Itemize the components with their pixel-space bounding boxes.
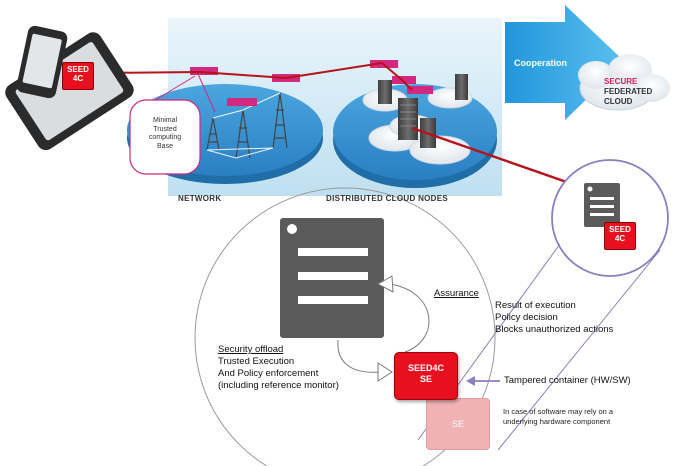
detail-circle	[194, 187, 496, 466]
offload-arrow	[334, 339, 381, 376]
seed-box-line2: SE	[419, 374, 432, 384]
offload-item: Trusted Execution	[218, 356, 295, 367]
network-label: NETWORK	[178, 194, 222, 203]
zoom-tag-line1: SEED	[609, 225, 631, 234]
mtcb-callout-text: Minimal Trusted computing Base	[140, 117, 190, 151]
container-icon	[280, 218, 384, 338]
assurance-item: Blocks unauthorized actions	[495, 324, 614, 335]
hardware-note-line1: In case of software may rely on a	[503, 407, 614, 416]
assurance-arrow-outline	[389, 283, 430, 353]
federated-cloud-line3: CLOUD	[604, 97, 633, 106]
federated-cloud-line2: FEDERATED	[604, 87, 653, 96]
assurance-item: Result of execution	[495, 300, 576, 311]
tablet-icon	[5, 32, 134, 151]
hardware-note-line2: underlying hardware component	[503, 416, 611, 426]
trust-link-line	[93, 61, 413, 91]
mtcb-callout-box	[129, 99, 201, 175]
assurance-list: Result of execution Policy decision Bloc…	[495, 300, 613, 336]
offload-title: Security offload	[218, 344, 284, 355]
federated-cloud-icon	[578, 54, 670, 111]
federated-cloud-label: SECURE FEDERATED CLOUD	[604, 77, 652, 107]
mtcb-callout-line-2	[197, 73, 216, 113]
offload-arrowhead	[377, 362, 393, 382]
device-seed-tag: SEED 4C	[62, 62, 94, 90]
cooperation-arrow	[505, 5, 625, 120]
offload-block: Security offload Trusted Execution And P…	[218, 344, 339, 392]
zoom-link-line	[411, 126, 579, 188]
se-hardware-box: SE	[426, 398, 490, 450]
container-icon-small	[584, 183, 620, 227]
mtcb-line3: computing	[148, 134, 182, 141]
mtcb-line4: Base	[157, 142, 173, 150]
tower-links	[206, 92, 281, 159]
cloud-nodes-label: DISTRIBUTED CLOUD NODES	[326, 194, 449, 203]
device-tag-line2: 4C	[72, 74, 84, 83]
assurance-title: Assurance	[434, 288, 479, 299]
offload-item: And Policy enforcement	[218, 368, 319, 379]
seed4c-se-box: SEED4C SE	[394, 352, 458, 400]
cooperation-label: Cooperation	[514, 58, 567, 68]
assurance-item: Policy decision	[495, 312, 558, 323]
assurance-arrowhead	[376, 275, 394, 293]
zoom-tag-line2: 4C	[614, 234, 626, 243]
tampered-label: Tampered container (HW/SW)	[504, 375, 631, 386]
federated-cloud-line1: SECURE	[604, 77, 638, 86]
tampered-arrowhead	[466, 376, 475, 386]
offload-arrow-outline	[337, 339, 381, 373]
seed-box-line1: SEED4C	[407, 363, 444, 373]
device-tag-line1: SEED	[67, 65, 89, 74]
zoom-seed-tag: SEED 4C	[604, 222, 636, 250]
mtcb-line2: Trusted	[153, 125, 177, 133]
zoom-projection-line-2	[497, 249, 661, 451]
antenna-tower-icon	[206, 92, 288, 159]
hardware-note: In case of software may rely on a underl…	[503, 407, 613, 426]
offload-item: (including reference monitor)	[218, 380, 339, 391]
assurance-arrow	[389, 280, 433, 356]
smartphone-icon	[16, 25, 68, 99]
mtcb-line1: Minimal	[152, 117, 178, 124]
se-hardware-label: SE	[451, 419, 464, 429]
